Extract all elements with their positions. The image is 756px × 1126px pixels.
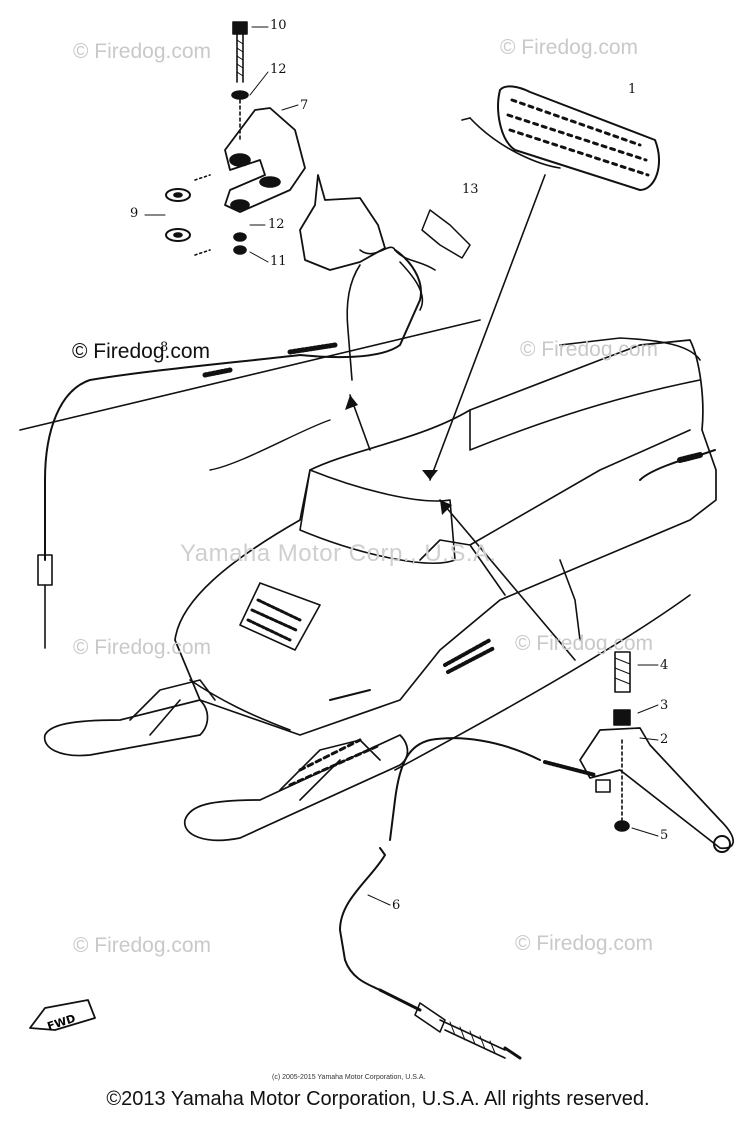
watermark-firedog: © Firedog.com: [520, 338, 659, 361]
break-line-right: [394, 594, 691, 771]
throttle-housing-drawing: [37, 174, 436, 649]
fwd-arrow-icon: [29, 999, 96, 1031]
snowmobile-body-drawing: [174, 337, 717, 736]
callout-10: 10: [270, 18, 287, 33]
watermark-firedog: © Firedog.com: [515, 632, 654, 655]
watermark-firedog: © Firedog.com: [515, 932, 654, 955]
callout-12: 12: [268, 217, 285, 232]
clip-drawing: [421, 209, 471, 259]
callout-9: 9: [130, 206, 139, 221]
handle-grip-drawing: [461, 85, 660, 191]
watermark-firedog: © Firedog.com: [73, 934, 212, 957]
footer-copyright: ©2013 Yamaha Motor Corporation, U.S.A. A…: [106, 1088, 650, 1110]
callout-8: 8: [160, 340, 169, 355]
break-line-top-left: [209, 419, 331, 471]
bracket-assembly-drawing: [144, 21, 306, 263]
brake-lever-drawing: [339, 651, 734, 1060]
callout-1: 1: [628, 82, 637, 97]
callout-3: 3: [660, 698, 669, 713]
fine-print-copyright: (c) 2005-2015 Yamaha Motor Corporation, …: [272, 1074, 426, 1081]
break-line-top: [19, 319, 481, 431]
callout-7: 7: [300, 98, 309, 113]
skis-drawing: [43, 679, 409, 842]
callout-5: 5: [660, 828, 669, 843]
watermark-firedog: © Firedog.com: [73, 40, 212, 63]
callout-6: 6: [392, 898, 401, 913]
callout-12: 12: [270, 62, 287, 77]
watermark-firedog: © Firedog.com: [72, 340, 211, 363]
watermark-center: Yamaha Motor Corp., U.S.A.: [180, 540, 497, 567]
callout-2: 2: [660, 732, 669, 747]
callout-11: 11: [270, 254, 287, 269]
watermark-firedog: © Firedog.com: [500, 36, 639, 59]
watermark-firedog: © Firedog.com: [73, 636, 212, 659]
callout-4: 4: [660, 658, 669, 673]
callout-13: 13: [462, 182, 479, 197]
